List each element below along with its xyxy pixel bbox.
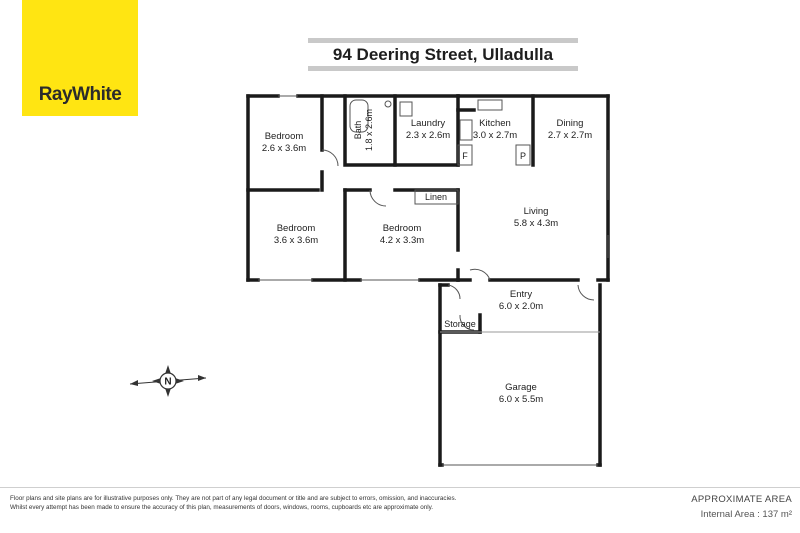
label-kitchen-dims: 3.0 x 2.7m <box>473 130 517 141</box>
door-swing-bed1 <box>321 149 339 167</box>
compass-north-label: N <box>164 377 171 388</box>
kitchen-sink <box>477 99 503 111</box>
label-entry-name: Entry <box>510 289 532 300</box>
label-entry-dims: 6.0 x 2.0m <box>499 301 543 312</box>
room-labels: Bedroom 2.6 x 3.6m Bath 1.8 x 2.6m Laund… <box>262 109 592 405</box>
compass: N <box>129 365 207 397</box>
bath-tub <box>349 99 369 133</box>
raywhite-logo: RayWhite <box>22 0 138 116</box>
pantry-box <box>515 144 531 166</box>
label-bedroom-2-dims: 3.6 x 3.6m <box>274 235 318 246</box>
label-pantry: P <box>520 151 526 161</box>
compass-circle <box>159 372 177 390</box>
thin-details <box>258 95 609 466</box>
label-bedroom-1-name: Bedroom <box>265 131 304 142</box>
label-bedroom-3-name: Bedroom <box>383 223 422 234</box>
label-storage: Storage <box>444 319 476 329</box>
label-dining-dims: 2.7 x 2.7m <box>548 130 592 141</box>
wall-bath <box>343 94 397 167</box>
label-garage-name: Garage <box>505 382 537 393</box>
label-bedroom-2-name: Bedroom <box>277 223 316 234</box>
property-address: 94 Deering Street, Ulladulla <box>332 45 554 64</box>
label-laundry-name: Laundry <box>411 118 446 129</box>
label-bath-name: Bath <box>353 121 363 140</box>
compass-arrow-west <box>130 380 138 386</box>
label-dining-name: Dining <box>557 118 584 129</box>
label-living-name: Living <box>524 206 549 217</box>
fridge-box <box>457 144 473 166</box>
label-laundry-dims: 2.3 x 2.6m <box>406 130 450 141</box>
property-address-banner: 94 Deering Street, Ulladulla <box>308 38 578 72</box>
compass-arrow-east <box>198 375 206 381</box>
door-swing-bed3 <box>369 189 387 207</box>
laundry-tub <box>399 101 413 117</box>
cooktop <box>459 119 473 141</box>
title-rule-bottom <box>308 66 578 71</box>
door-swing-east <box>577 284 595 301</box>
label-fridge: F <box>462 151 468 161</box>
basin <box>384 100 392 108</box>
label-garage-dims: 6.0 x 5.5m <box>499 394 543 405</box>
label-bedroom-1-dims: 2.6 x 3.6m <box>262 143 306 154</box>
label-living-dims: 5.8 x 4.3m <box>514 218 558 229</box>
disclaimer-line-2: Whilst every attempt has been made to en… <box>10 504 434 511</box>
label-kitchen-name: Kitchen <box>479 118 511 129</box>
approximate-area-label: APPROXIMATE AREA <box>691 494 792 505</box>
label-linen: Linen <box>425 192 447 202</box>
door-swing-entry <box>469 268 491 281</box>
internal-area: Internal Area : 137 m² <box>700 509 792 520</box>
door-swing-west <box>447 284 461 300</box>
disclaimer: Floor plans and site plans are for illus… <box>10 494 456 512</box>
label-bath-dims: 1.8 x 2.6m <box>364 109 374 151</box>
disclaimer-line-1: Floor plans and site plans are for illus… <box>10 495 457 502</box>
label-bedroom-3-dims: 4.2 x 3.3m <box>380 235 424 246</box>
title-rule-top <box>308 38 578 43</box>
logo-text: RayWhite <box>38 84 122 105</box>
footer-divider <box>0 487 800 488</box>
linen-cupboard <box>414 189 459 205</box>
door-swing-storage <box>459 314 475 331</box>
